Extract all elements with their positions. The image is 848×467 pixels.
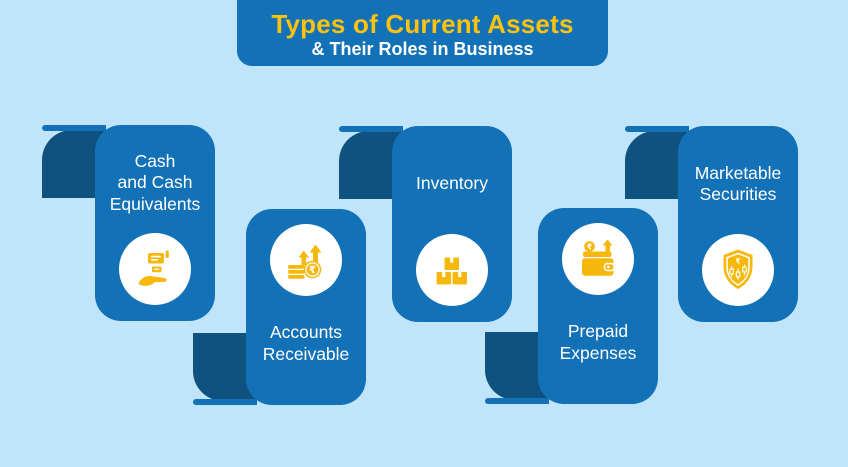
label-line: Prepaid: [567, 321, 629, 341]
card-inventory: Inventory: [339, 126, 512, 322]
inventory-boxes-icon: [416, 234, 488, 306]
card-panel: Cash and Cash Equivalents: [95, 125, 215, 321]
card-panel: Marketable Securities: [678, 126, 798, 322]
page-subtitle: & Their Roles in Business: [311, 38, 534, 59]
ribbon-curl: [625, 126, 689, 132]
ribbon-curl: [193, 399, 257, 405]
card-label: Marketable Securities: [678, 126, 798, 234]
ribbon-fold: [485, 332, 547, 400]
label-line: Expenses: [559, 342, 637, 363]
coins-growth-icon: ₹: [270, 224, 342, 296]
card-label: Inventory: [392, 126, 512, 234]
card-label: Accounts Receivable: [246, 296, 366, 405]
svg-text:₹: ₹: [587, 242, 593, 251]
svg-text:₹: ₹: [309, 265, 316, 276]
card-panel: ₹ Prepaid Expenses: [538, 208, 658, 404]
label-line: Inventory: [416, 173, 488, 194]
card-panel: ₹ Accounts Receivable: [246, 209, 366, 405]
card-label: Prepaid Expenses: [538, 295, 658, 404]
card-marketable-securities: Marketable Securities: [625, 126, 798, 322]
card-panel: Inventory: [392, 126, 512, 322]
wallet-icon: ₹: [562, 223, 634, 295]
card-accounts-receivable: ₹ Accounts Receivable: [193, 209, 366, 405]
card-prepaid-expenses: ₹ Prepaid Expenses: [485, 208, 658, 404]
label-line: Marketable: [694, 162, 782, 183]
page-title: Types of Current Assets: [271, 8, 574, 39]
ribbon-fold: [193, 333, 255, 401]
ribbon-curl: [485, 398, 549, 404]
card-label: Cash and Cash Equivalents: [95, 125, 215, 233]
label-line: and Cash: [117, 172, 193, 193]
ribbon-fold: [625, 131, 687, 199]
card-cash-equivalents: Cash and Cash Equivalents: [42, 125, 215, 321]
label-line: Equivalents: [109, 193, 201, 214]
shield-chart-icon: ₹: [702, 234, 774, 306]
label-line: Securities: [699, 184, 777, 204]
ribbon-curl: [42, 125, 106, 131]
header-banner: Types of Current Assets & Their Roles in…: [237, 0, 608, 66]
label-line: Cash: [134, 150, 176, 171]
ribbon-fold: [42, 130, 104, 198]
label-line: Accounts: [270, 322, 342, 342]
label-line: Receivable: [262, 343, 350, 364]
svg-text:₹: ₹: [736, 258, 741, 266]
ribbon-fold: [339, 131, 401, 199]
ribbon-curl: [339, 126, 403, 132]
hand-cash-icon: [119, 233, 191, 305]
